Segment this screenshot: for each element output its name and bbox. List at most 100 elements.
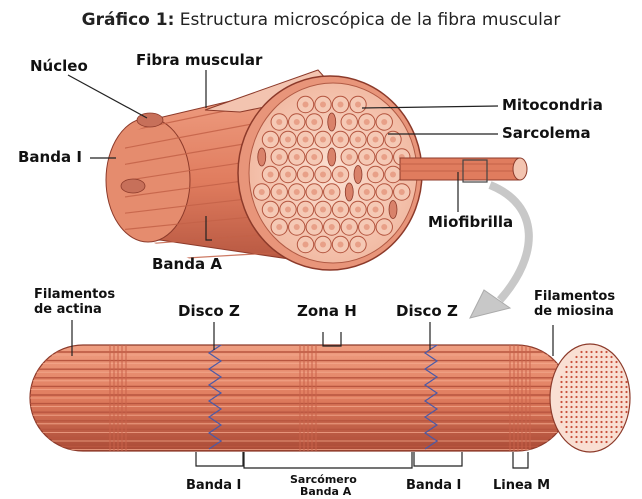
myosin-dot bbox=[615, 426, 617, 428]
myosin-dot bbox=[570, 406, 572, 408]
myosin-dot bbox=[600, 441, 602, 443]
label-linea-m: Linea M bbox=[493, 479, 550, 493]
myosin-dot bbox=[595, 371, 597, 373]
myosin-dot bbox=[585, 386, 587, 388]
myofibril-core bbox=[381, 119, 387, 125]
myosin-dot bbox=[580, 376, 582, 378]
myosin-dot bbox=[600, 361, 602, 363]
label-nucleo: Núcleo bbox=[30, 58, 88, 75]
label-filamentos-actina-1: Filamentos bbox=[34, 288, 115, 302]
myosin-dot bbox=[595, 441, 597, 443]
myofibril-core bbox=[285, 207, 291, 213]
myosin-dot bbox=[615, 431, 617, 433]
myosin-dot bbox=[625, 401, 627, 403]
myosin-dot bbox=[575, 436, 577, 438]
myosin-dot bbox=[585, 396, 587, 398]
myosin-dot bbox=[605, 371, 607, 373]
mitochondrion bbox=[328, 148, 336, 166]
myosin-dot bbox=[575, 366, 577, 368]
myosin-dot bbox=[620, 401, 622, 403]
myofibril-core bbox=[276, 189, 282, 195]
myosin-dot bbox=[570, 386, 572, 388]
myofibril-core bbox=[373, 137, 379, 143]
myosin-dot bbox=[590, 416, 592, 418]
myosin-dot bbox=[585, 356, 587, 358]
myofibril-core bbox=[303, 207, 309, 213]
myosin-dot bbox=[610, 386, 612, 388]
myosin-dot bbox=[560, 411, 562, 413]
mitochondrion bbox=[389, 201, 397, 219]
myosin-dot bbox=[605, 436, 607, 438]
myosin-dot bbox=[595, 401, 597, 403]
myosin-dot bbox=[565, 401, 567, 403]
myosin-dot bbox=[620, 411, 622, 413]
myosin-dot bbox=[605, 406, 607, 408]
myosin-dot bbox=[600, 371, 602, 373]
myofibril-core bbox=[303, 172, 309, 178]
myosin-dot bbox=[570, 426, 572, 428]
myosin-dot bbox=[570, 371, 572, 373]
myosin-dot bbox=[615, 371, 617, 373]
myofibril-core bbox=[381, 224, 387, 230]
myofibril-core bbox=[320, 172, 326, 178]
myosin-dot bbox=[615, 416, 617, 418]
myosin-dot bbox=[570, 421, 572, 423]
myosin-dot bbox=[610, 421, 612, 423]
myosin-dot bbox=[580, 421, 582, 423]
myofibril-core bbox=[364, 154, 370, 160]
myosin-dot bbox=[590, 371, 592, 373]
myosin-dot bbox=[585, 391, 587, 393]
myosin-dot bbox=[560, 421, 562, 423]
myosin-dot bbox=[600, 381, 602, 383]
myosin-dot bbox=[620, 371, 622, 373]
myosin-dot bbox=[585, 416, 587, 418]
myosin-dot bbox=[580, 426, 582, 428]
myosin-dot bbox=[580, 441, 582, 443]
myosin-dot bbox=[575, 431, 577, 433]
myosin-dot bbox=[605, 351, 607, 353]
myosin-dot bbox=[580, 371, 582, 373]
myosin-dot bbox=[610, 426, 612, 428]
myofibril-core bbox=[338, 102, 344, 108]
myosin-dot bbox=[575, 371, 577, 373]
myofibril-core bbox=[390, 172, 396, 178]
myosin-dot bbox=[590, 381, 592, 383]
myosin-dot bbox=[610, 406, 612, 408]
myosin-dot bbox=[595, 391, 597, 393]
myosin-dot bbox=[610, 416, 612, 418]
myosin-dot bbox=[600, 436, 602, 438]
myosin-dot bbox=[565, 371, 567, 373]
myosin-dot bbox=[575, 441, 577, 443]
myosin-dot bbox=[590, 351, 592, 353]
myosin-dot bbox=[585, 361, 587, 363]
myosin-dot bbox=[585, 401, 587, 403]
myosin-dot bbox=[600, 431, 602, 433]
label-filamentos-miosina-2: de miosina bbox=[534, 305, 614, 319]
myosin-dot bbox=[590, 376, 592, 378]
myosin-dot bbox=[575, 381, 577, 383]
myosin-dot bbox=[585, 426, 587, 428]
myofibril-magnified bbox=[30, 344, 630, 452]
myosin-dot bbox=[600, 386, 602, 388]
myosin-dot bbox=[570, 396, 572, 398]
myosin-dot bbox=[580, 356, 582, 358]
myosin-dot bbox=[590, 361, 592, 363]
myosin-dot bbox=[575, 396, 577, 398]
myosin-dot bbox=[575, 421, 577, 423]
myosin-dot bbox=[585, 376, 587, 378]
myosin-dot bbox=[570, 391, 572, 393]
myofibril-core bbox=[364, 119, 370, 125]
myosin-dot bbox=[595, 356, 597, 358]
myosin-dot bbox=[560, 391, 562, 393]
label-mitocondria: Mitocondria bbox=[502, 97, 603, 114]
myosin-dot bbox=[575, 356, 577, 358]
myosin-dot bbox=[560, 381, 562, 383]
myosin-dot bbox=[580, 431, 582, 433]
myosin-dot bbox=[570, 366, 572, 368]
myosin-dot bbox=[580, 411, 582, 413]
myosin-dot bbox=[595, 366, 597, 368]
myosin-dot bbox=[600, 421, 602, 423]
myosin-dot bbox=[590, 411, 592, 413]
myosin-dot bbox=[590, 356, 592, 358]
